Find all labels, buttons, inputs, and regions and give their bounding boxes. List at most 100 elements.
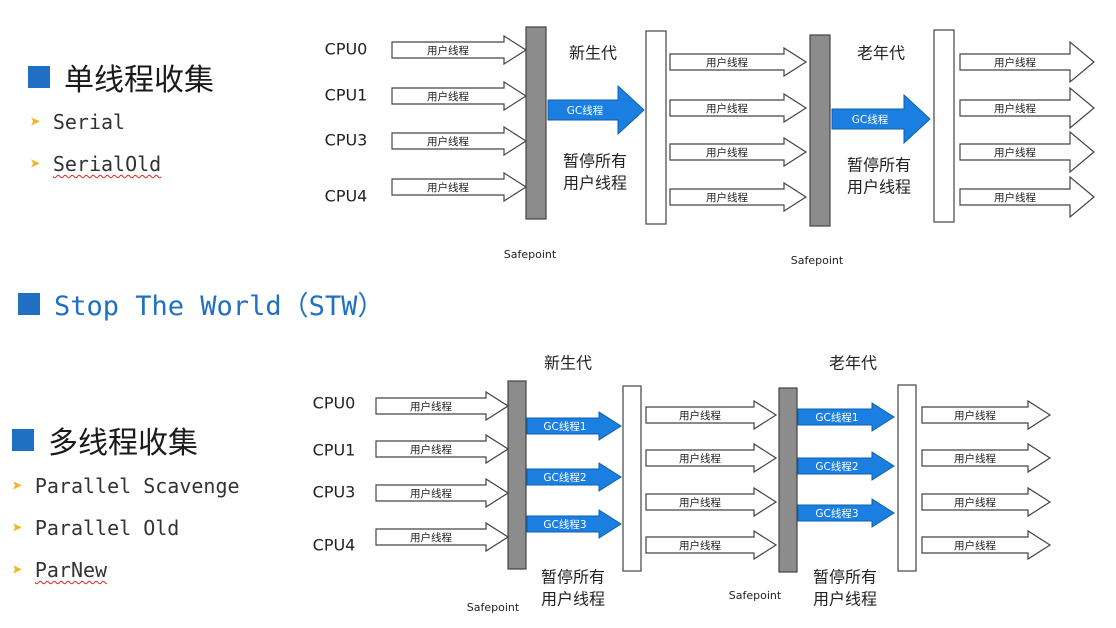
cpu-label: CPU0: [313, 394, 356, 413]
user-thread-arrow: 用户线程: [921, 442, 1052, 474]
user-thread-arrow: 用户线程: [375, 521, 510, 553]
user-thread-label: 用户线程: [954, 409, 996, 422]
pause-label: 暂停所有: [847, 156, 911, 175]
gc-thread-arrow: GC线程2: [797, 451, 895, 481]
arrow-outline: [669, 181, 808, 213]
arrow-outline: [375, 433, 510, 465]
user-thread-arrow: 用户线程: [959, 175, 1095, 219]
user-thread-arrow: 用户线程: [645, 529, 778, 561]
user-thread-label: 用户线程: [427, 181, 469, 194]
safepoint-bar: [778, 387, 798, 573]
gc-thread-arrow: GC线程1: [526, 411, 622, 441]
cpu-label: CPU1: [325, 86, 368, 105]
arrow-outline: [645, 529, 778, 561]
gc-arrow-shape: [797, 498, 895, 528]
arrow-outline: [645, 486, 778, 518]
gc-thread-arrow: GC线程3: [797, 498, 895, 528]
young-gen-label: 新生代: [544, 354, 592, 373]
cpu-label: CPU4: [313, 536, 356, 555]
single-thread-diagram: CPU0CPU1CPU3CPU4用户线程用户线程用户线程用户线程Safepoin…: [325, 26, 1095, 267]
list-item-label: SerialOld: [52, 152, 162, 176]
pause-label: 暂停所有: [813, 568, 877, 587]
user-thread-label: 用户线程: [427, 44, 469, 57]
gc-thread-arrow: GC线程1: [797, 402, 895, 432]
arrow-outline: [669, 46, 808, 78]
old-gen-block: [933, 29, 955, 223]
list-item: ➤ Parallel Old: [12, 516, 179, 540]
pause-label: 暂停所有: [563, 152, 627, 171]
user-thread-arrow: 用户线程: [669, 181, 808, 213]
arrow-outline: [669, 136, 808, 168]
arrow-outline: [391, 125, 528, 157]
user-thread-label: 用户线程: [410, 443, 452, 456]
gc-thread-label: GC线程1: [815, 411, 858, 424]
user-thread-label: 用户线程: [954, 452, 996, 465]
single-thread-heading-text: 单线程收集: [64, 63, 214, 98]
user-thread-arrow: 用户线程: [669, 136, 808, 168]
list-item: ➤ Parallel Scavenge: [12, 474, 240, 498]
safepoint-bar: [507, 380, 527, 570]
safepoint-bar: [809, 34, 831, 227]
pause-label: 用户线程: [563, 174, 627, 193]
gc-arrow-shape: [831, 93, 931, 145]
user-thread-label: 用户线程: [706, 102, 748, 115]
list-item: ➤ Serial: [30, 110, 125, 134]
user-thread-label: 用户线程: [427, 90, 469, 103]
arrow-outline: [959, 130, 1095, 174]
chevron-right-icon: ➤: [30, 111, 41, 133]
square-bullet-icon: [18, 292, 40, 315]
arrow-outline: [645, 399, 778, 431]
user-thread-label: 用户线程: [994, 146, 1036, 159]
pause-label: 暂停所有: [541, 568, 605, 587]
pause-label: 用户线程: [541, 590, 605, 609]
chevron-right-icon: ➤: [12, 559, 23, 581]
young-gen-block: [645, 30, 667, 225]
young-gen-label: 新生代: [569, 44, 617, 63]
safepoint-label: Safepoint: [467, 601, 520, 614]
gc-arrow-shape: [797, 451, 895, 481]
arrow-outline: [921, 529, 1052, 561]
list-item: ➤ ParNew: [12, 558, 107, 582]
user-thread-arrow: 用户线程: [375, 477, 510, 509]
arrow-outline: [375, 477, 510, 509]
gc-thread-label: GC线程2: [815, 460, 858, 473]
square-bullet-icon: [12, 429, 34, 451]
cpu-label: CPU3: [313, 483, 356, 502]
user-thread-label: 用户线程: [706, 146, 748, 159]
gc-thread-label: GC线程: [567, 104, 604, 117]
pause-label: 用户线程: [813, 590, 877, 609]
user-thread-label: 用户线程: [679, 496, 721, 509]
gc-arrow-shape: [526, 509, 622, 539]
gc-thread-arrow: GC线程: [831, 93, 931, 145]
square-bullet-icon: [28, 66, 50, 88]
chevron-right-icon: ➤: [30, 153, 41, 175]
arrow-outline: [645, 442, 778, 474]
user-thread-arrow: 用户线程: [391, 125, 528, 157]
gc-arrow-shape: [526, 462, 622, 492]
safepoint-label: Safepoint: [791, 254, 844, 267]
arrow-outline: [959, 40, 1095, 84]
arrow-outline: [375, 521, 510, 553]
safepoint-bar: [525, 26, 547, 220]
gc-thread-label: GC线程1: [543, 420, 586, 433]
single-thread-heading: 单线程收集: [28, 55, 214, 99]
gc-thread-label: GC线程2: [543, 471, 586, 484]
gc-arrow-shape: [526, 411, 622, 441]
gc-thread-arrow: GC线程: [547, 84, 645, 136]
gc-arrow-shape: [797, 402, 895, 432]
user-thread-arrow: 用户线程: [391, 34, 528, 66]
user-thread-label: 用户线程: [954, 539, 996, 552]
user-thread-label: 用户线程: [410, 531, 452, 544]
user-thread-arrow: 用户线程: [645, 442, 778, 474]
user-thread-arrow: 用户线程: [959, 130, 1095, 174]
user-thread-arrow: 用户线程: [921, 399, 1052, 431]
user-thread-label: 用户线程: [994, 56, 1036, 69]
list-item: ➤ SerialOld: [30, 152, 161, 176]
old-gen-label: 老年代: [829, 354, 877, 373]
multi-thread-diagram: CPU0CPU1CPU3CPU4用户线程用户线程用户线程用户线程Safepoin…: [313, 354, 1052, 614]
user-thread-arrow: 用户线程: [959, 86, 1095, 130]
cpu-label: CPU3: [325, 131, 368, 150]
chevron-right-icon: ➤: [12, 517, 23, 539]
old-gen-label: 老年代: [857, 44, 905, 63]
